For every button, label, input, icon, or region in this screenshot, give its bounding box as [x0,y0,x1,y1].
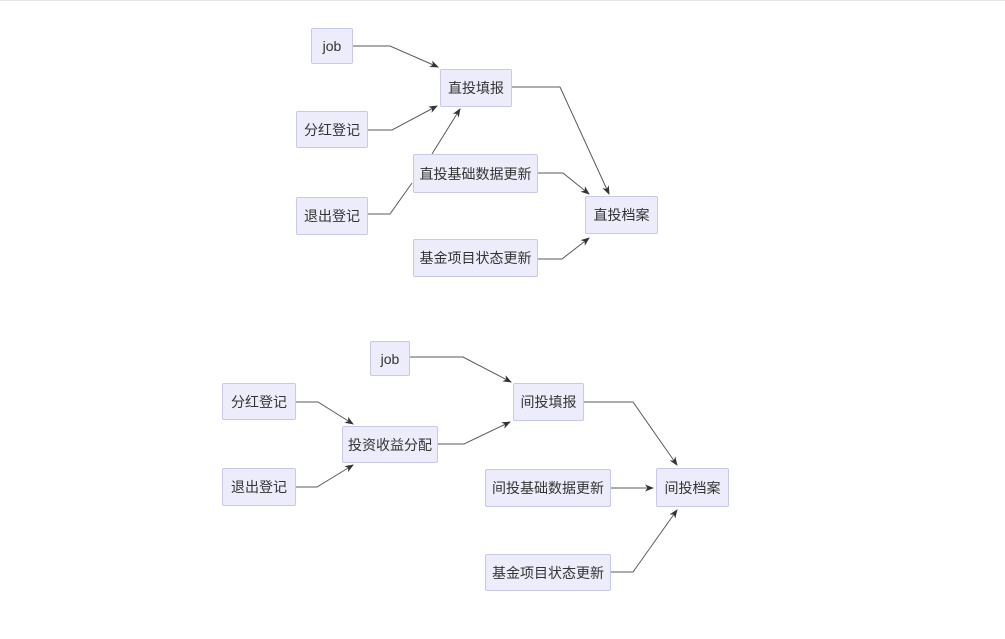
node-label: 基金项目状态更新 [419,250,532,266]
node-label: 分红登记 [304,121,360,138]
node-indirect-fill[interactable]: 间投填报 [513,383,584,421]
edge-income-distribution--indirect-fill [438,421,511,445]
node-dividend-reg-top[interactable]: 分红登记 [296,111,368,148]
node-label: 基金项目状态更新 [492,564,604,581]
edge-direct-basic-update--direct-fill [431,108,461,155]
node-job-bottom[interactable]: job [370,341,410,376]
node-indirect-archive[interactable]: 间投档案 [656,468,729,507]
edge-exit-reg-bottom--income-distribution [296,464,354,488]
node-label: 投资收益分配 [348,436,432,453]
node-label: job [322,38,342,54]
node-exit-reg-bottom[interactable]: 退出登记 [222,468,296,506]
node-job-top[interactable]: job [311,28,353,64]
node-dividend-reg-bottom[interactable]: 分红登记 [222,383,296,420]
edge-direct-fill--direct-archive [512,86,610,195]
edge-job-top--direct-fill [353,45,439,68]
edge-dividend-reg-top--direct-fill [368,105,438,131]
node-label: 分红登记 [231,393,287,410]
node-direct-fill[interactable]: 直投填报 [440,69,512,107]
node-indirect-basic-update[interactable]: 间投基础数据更新 [485,469,611,507]
node-label: 间投基础数据更新 [492,480,604,496]
node-exit-reg-top[interactable]: 退出登记 [296,197,368,235]
node-label: 退出登记 [231,479,287,495]
node-direct-archive[interactable]: 直投档案 [585,196,658,234]
edge-fund-status-update-top--direct-archive [538,237,590,260]
edge-indirect-fill--indirect-archive [584,401,678,466]
node-direct-basic-update[interactable]: 直投基础数据更新 [413,154,538,193]
node-label: 间投填报 [520,394,577,410]
node-label: 退出登记 [304,208,360,224]
edge-job-bottom--indirect-fill [410,356,512,383]
node-label: 直投基础数据更新 [419,165,532,182]
node-label: job [380,350,400,367]
node-label: 直投档案 [593,207,650,223]
edge-exit-reg-top--direct-basic-update [368,182,413,215]
node-income-distribution[interactable]: 投资收益分配 [342,426,438,463]
node-label: 直投填报 [448,80,504,96]
edge-dividend-reg-bottom--income-distribution [296,401,354,425]
edge-fund-status-update-bottom--indirect-archive [611,509,678,573]
node-fund-status-update-bottom[interactable]: 基金项目状态更新 [485,554,611,591]
node-fund-status-update-top[interactable]: 基金项目状态更新 [413,239,538,277]
node-label: 间投档案 [664,479,721,496]
edge-direct-basic-update--direct-archive [538,172,590,195]
